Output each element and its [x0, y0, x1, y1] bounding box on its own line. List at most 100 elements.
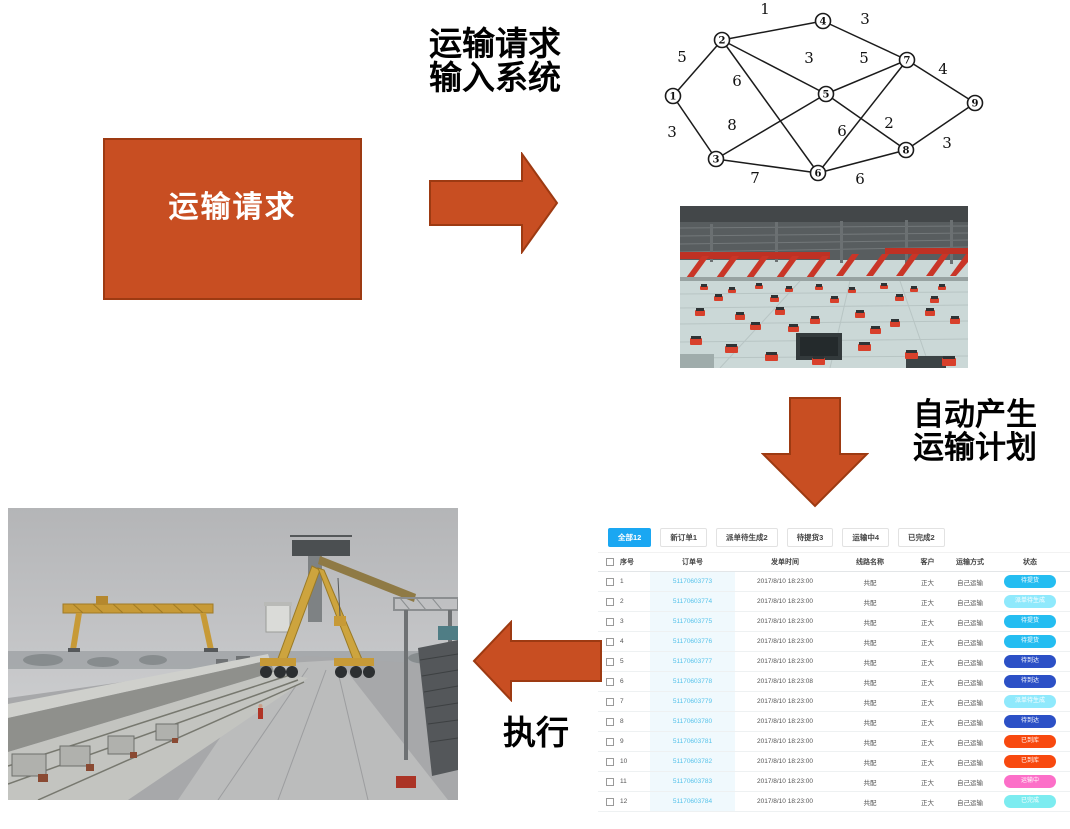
dispatch-time: 2017/8/10 18:23:00 — [756, 598, 814, 605]
transport-request-label: 运输请求 — [168, 191, 297, 224]
status-badge: 派单待生成 — [1004, 595, 1056, 608]
graph-edge-6-7 — [817, 59, 908, 174]
graph-edge-weight: 5 — [677, 48, 687, 66]
order-number-link[interactable]: 51170603773 — [650, 572, 735, 591]
order-number-link[interactable]: 51170603775 — [650, 612, 735, 631]
row-checkbox[interactable] — [606, 597, 614, 606]
row-checkbox[interactable] — [606, 737, 614, 746]
status-badge: 已到库 — [1004, 755, 1056, 768]
status-cell: 待提货 — [990, 635, 1070, 648]
graph-edge-weight: 3 — [860, 10, 870, 28]
order-tab-3[interactable]: 待提货3 — [786, 528, 834, 547]
order-tab-0[interactable]: 全部12 — [608, 528, 652, 547]
row-checkbox[interactable] — [606, 617, 614, 626]
graph-edge-5-8 — [825, 93, 907, 151]
customer-name: 正大 — [921, 779, 934, 787]
column-header-4: 客户 — [920, 559, 935, 566]
row-checkbox[interactable] — [606, 697, 614, 706]
order-number-link[interactable]: 51170603776 — [650, 632, 735, 651]
column-header-3: 线路名称 — [856, 559, 884, 566]
arrow-right-icon — [429, 152, 559, 254]
row-checkbox[interactable] — [606, 677, 614, 686]
route-name: 共配 — [863, 739, 877, 747]
dispatch-time: 2017/8/10 18:23:00 — [756, 618, 814, 625]
route-name: 共配 — [863, 799, 877, 807]
column-header-6: 状态 — [1023, 559, 1037, 566]
order-tab-2[interactable]: 派单待生成2 — [716, 528, 778, 547]
status-cell: 已到库 — [990, 755, 1070, 768]
dispatch-time: 2017/8/10 18:23:00 — [756, 658, 814, 665]
status-badge: 待提货 — [1004, 635, 1056, 648]
order-number-link[interactable]: 51170603782 — [650, 752, 735, 771]
row-number-cell: 4 — [598, 637, 650, 646]
graph-node-9 — [966, 94, 984, 112]
row-checkbox[interactable] — [606, 777, 614, 786]
order-tab-1[interactable]: 新订单1 — [660, 528, 708, 547]
graph-edge-4-7 — [822, 20, 908, 61]
status-cell: 派单待生成 — [990, 695, 1070, 708]
status-cell: 派单待生成 — [990, 595, 1070, 608]
order-tabs: 全部12 新订单1 派单待生成2 待提货3 运输中4 已完成2 — [608, 528, 1070, 547]
order-number-link[interactable]: 51170603781 — [650, 732, 735, 751]
row-number-cell: 7 — [598, 697, 650, 706]
row-number-cell: 8 — [598, 717, 650, 726]
customer-name: 正大 — [921, 759, 934, 767]
row-checkbox[interactable] — [606, 577, 614, 586]
construction-site-photo — [8, 508, 458, 800]
row-number: 8 — [620, 718, 624, 725]
route-name: 共配 — [863, 719, 877, 727]
status-badge: 待提货 — [1004, 575, 1056, 588]
order-tab-4[interactable]: 运输中4 — [842, 528, 890, 547]
order-tab-5[interactable]: 已完成2 — [898, 528, 945, 547]
customer-name: 正大 — [921, 599, 934, 607]
row-number: 9 — [620, 738, 624, 745]
route-name: 共配 — [863, 659, 877, 667]
dispatch-time: 2017/8/10 18:23:00 — [756, 758, 814, 765]
order-number-link[interactable]: 51170603779 — [650, 692, 735, 711]
route-name: 共配 — [863, 599, 877, 607]
order-number-link[interactable]: 51170603784 — [650, 792, 735, 811]
status-cell: 已完成 — [990, 795, 1070, 808]
row-checkbox[interactable] — [606, 637, 614, 646]
order-number-link[interactable]: 51170603780 — [650, 712, 735, 731]
status-badge: 已完成 — [1004, 795, 1056, 808]
status-badge: 待到达 — [1004, 655, 1056, 668]
row-number: 5 — [620, 658, 624, 665]
graph-edge-weight: 8 — [727, 116, 737, 134]
dispatch-time: 2017/8/10 18:23:00 — [756, 798, 814, 805]
row-checkbox[interactable] — [606, 657, 614, 666]
route-name: 共配 — [863, 619, 877, 627]
row-number: 3 — [620, 618, 624, 625]
status-badge: 已到库 — [1004, 735, 1056, 748]
order-number-link[interactable]: 51170603777 — [650, 652, 735, 671]
dispatch-time: 2017/8/10 18:23:00 — [756, 738, 814, 745]
row-checkbox[interactable] — [606, 757, 614, 766]
column-header-label: 序号 — [620, 559, 634, 566]
transport-mode: 自己运输 — [957, 699, 983, 707]
order-number-link[interactable]: 51170603774 — [650, 592, 735, 611]
graph-edge-weight: 5 — [859, 49, 869, 67]
row-checkbox[interactable] — [606, 717, 614, 726]
route-name: 共配 — [863, 579, 877, 587]
graph-edge-1-2 — [672, 39, 723, 97]
row-checkbox[interactable] — [606, 797, 614, 806]
row-number-cell: 12 — [598, 797, 650, 806]
graph-edge-5-7 — [825, 59, 908, 95]
order-number-link[interactable]: 51170603778 — [650, 672, 735, 691]
graph-edge-weight: 3 — [942, 134, 952, 152]
customer-name: 正大 — [921, 659, 934, 667]
row-number: 11 — [620, 778, 627, 785]
order-row: 5 51170603777 2017/8/10 18:23:00 共配 正大 自己运输 待到… — [598, 652, 1070, 672]
select-all-checkbox[interactable] — [606, 558, 614, 566]
row-number: 4 — [620, 638, 624, 645]
order-number-link[interactable]: 51170603783 — [650, 772, 735, 791]
row-number-cell: 11 — [598, 777, 650, 786]
graph-node-8 — [897, 141, 915, 159]
transport-mode: 自己运输 — [957, 659, 983, 667]
